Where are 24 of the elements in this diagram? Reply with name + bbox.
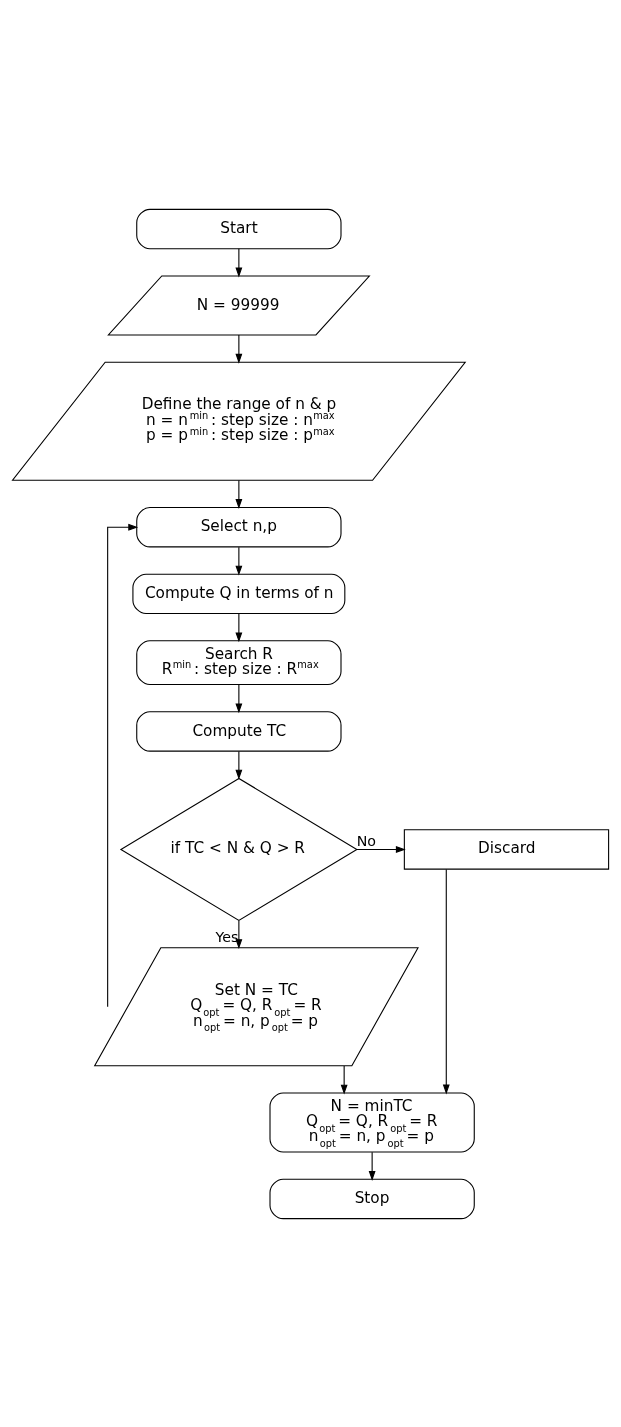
arrow xyxy=(235,247,243,277)
node-box: N = minTC Q$_{opt}$ = Q, R$_{opt}$ = R n$_{opt}$ = n, p$_{opt}$ = p xyxy=(269,1091,475,1153)
node-box: Search R R$^{min}$ : step size : R$^{max}$ xyxy=(136,639,342,685)
edge-label: Yes xyxy=(215,928,239,945)
node-diamond: if TC < N & Q > R xyxy=(119,777,358,921)
arrow xyxy=(442,868,450,1094)
arrow xyxy=(235,919,243,949)
arrow xyxy=(235,612,243,642)
arrow xyxy=(107,523,139,1007)
node-box: Start xyxy=(136,208,342,249)
arrow xyxy=(235,546,243,575)
node-box: Stop xyxy=(269,1178,475,1219)
arrow xyxy=(235,683,243,713)
arrow xyxy=(235,750,243,780)
arrow xyxy=(340,1064,348,1095)
node-box: Compute TC xyxy=(136,710,342,752)
edge-label: No xyxy=(356,832,376,849)
node-box: Compute Q in terms of n xyxy=(132,573,346,614)
arrow xyxy=(235,333,243,364)
node-box: Discard xyxy=(403,828,610,870)
arrow xyxy=(235,479,243,509)
node-box: Select n,p xyxy=(136,506,342,547)
arrow xyxy=(356,845,406,853)
arrow xyxy=(368,1151,376,1181)
